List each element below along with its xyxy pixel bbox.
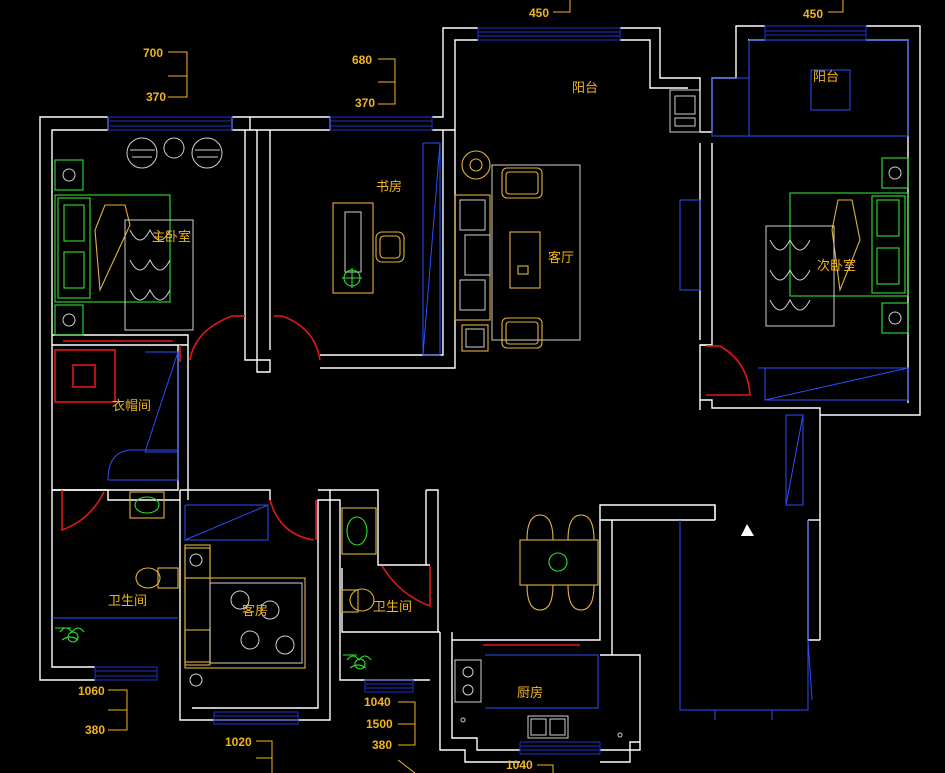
dim-bottom-center-b: 1500 [366,717,393,731]
cloakroom-furniture [54,349,116,403]
master-bedroom-furniture [54,137,223,336]
dimension-lines [108,0,844,773]
label-bathroom-middle: 卫生间 [373,600,412,615]
dining-set [519,514,599,611]
room-labels: 阳台 阳台 书房 主卧室 客厅 次卧室 衣帽间 卫生间 客房 卫生间 厨房 [108,70,856,701]
dim-top-left-b: 370 [146,90,166,104]
label-balcony-main: 阳台 [572,81,598,96]
living-room-furniture [454,150,581,352]
label-study: 书房 [376,179,402,195]
dimension-labels: 450 450 700 370 680 370 1060 380 1020 10… [78,6,823,772]
label-guest-room: 客房 [242,603,268,619]
dim-top-left-a: 700 [143,46,163,60]
dim-bottom-left-b: 380 [85,723,105,737]
dim-top-mid-a: 680 [352,53,372,67]
dim-bottom-left-a: 1060 [78,684,105,698]
label-balcony-second: 阳台 [813,70,839,85]
north-marker-icon [741,524,754,536]
dim-bottom-center-a: 1040 [364,695,391,709]
middle-bathroom-fixtures [341,507,377,670]
dim-bottom-kitchen: 1040 [506,758,533,772]
doors [61,315,751,646]
dim-top-center: 450 [529,6,549,20]
dim-bottom-mid: 1020 [225,735,252,749]
second-bedroom-furniture [765,157,909,334]
label-bathroom-left: 卫生间 [108,594,147,609]
balcony-appliance [669,89,701,133]
built-in-cabinets [52,39,909,720]
guest-room-furniture [184,544,306,687]
study-furniture [332,202,405,294]
label-master-bedroom: 主卧室 [152,229,191,245]
kitchen-fixtures [454,659,623,739]
windows [94,25,867,755]
label-second-bedroom: 次卧室 [817,258,856,274]
label-living-room: 客厅 [548,250,574,266]
left-bathroom-fixtures [55,491,179,643]
dim-bottom-center-c: 380 [372,738,392,752]
dim-top-right: 450 [803,7,823,21]
label-cloakroom: 衣帽间 [112,398,151,414]
dim-top-mid-b: 370 [355,96,375,110]
label-kitchen: 厨房 [517,685,543,701]
